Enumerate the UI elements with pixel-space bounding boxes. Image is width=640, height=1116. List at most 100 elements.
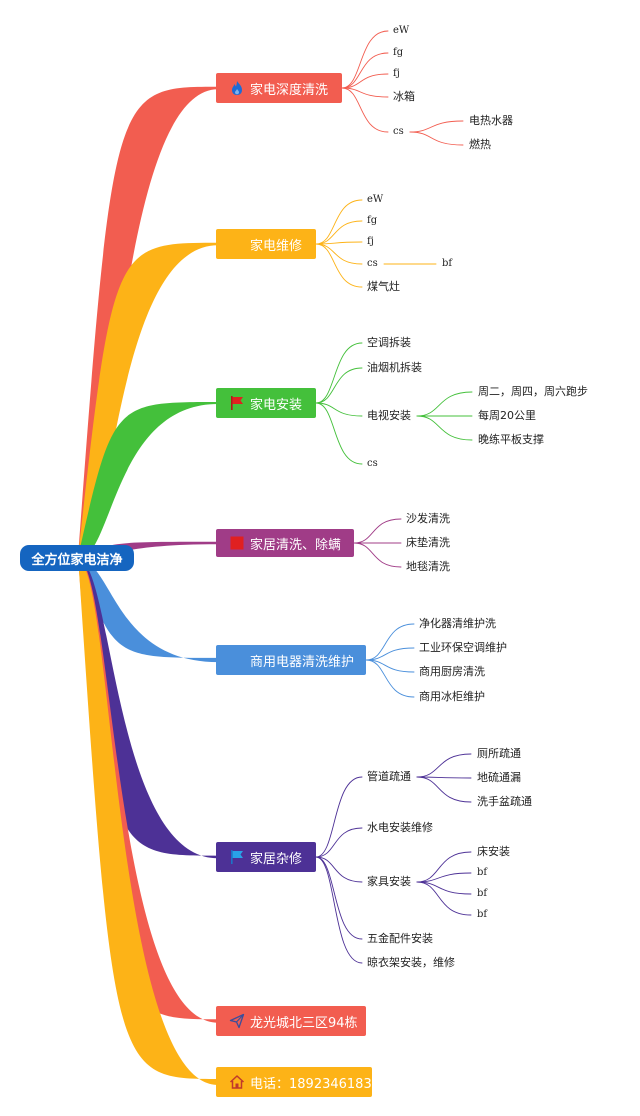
- grandchild-item: 厕所疏通: [477, 747, 521, 760]
- branch-label: 家电维修: [250, 238, 303, 254]
- grandchild-item: 每周20公里: [478, 409, 536, 422]
- grandchild-item: bf: [477, 888, 488, 899]
- child-connector: [315, 856, 363, 883]
- grandchild-connector: [416, 776, 472, 779]
- branch-node-home-clean: 家居清洗、除螨: [216, 529, 354, 557]
- grandchild-item: bf: [477, 867, 488, 878]
- child-connector: [315, 342, 363, 404]
- child-connector: [365, 659, 415, 673]
- grandchild-item: 周二，周四，周六跑步: [478, 385, 588, 398]
- grandchild-item: 洗手盆疏通: [477, 795, 532, 808]
- child-connector: [341, 87, 389, 133]
- grandchild-connector: [416, 881, 472, 916]
- child-connector: [341, 30, 389, 89]
- grandchild-item: 燃热: [469, 138, 491, 151]
- child-item: 商用冰柜维护: [419, 690, 485, 703]
- flame-icon: [229, 80, 245, 96]
- grandchild-connector: [416, 753, 472, 778]
- child-connector: [341, 52, 389, 89]
- home-icon: [229, 1074, 245, 1090]
- root-node: 全方位家电洁净: [20, 545, 134, 571]
- child-item: fj: [367, 236, 374, 247]
- child-connector: [365, 659, 415, 698]
- branch-label: 商用电器清洗维护: [250, 654, 355, 670]
- child-connector: [315, 367, 363, 404]
- branch-label: 龙光城北三区94栋: [250, 1015, 358, 1031]
- child-item: cs: [367, 258, 378, 269]
- branch-node-appliance-install: 家电安装: [216, 388, 316, 418]
- child-item: 晾衣架安装，维修: [367, 956, 455, 969]
- grandchild-connector: [416, 872, 472, 883]
- child-item: 油烟机拆装: [367, 361, 422, 374]
- branch-label: 家居杂修: [250, 851, 303, 867]
- child-connector: [315, 220, 363, 245]
- child-item: 净化器清维护洗: [419, 617, 496, 630]
- grandchild-connector: [416, 776, 472, 803]
- child-item: 床垫清洗: [406, 536, 450, 549]
- branch-node-address: 龙光城北三区94栋: [216, 1006, 366, 1036]
- child-connector: [341, 73, 389, 89]
- child-item: eW: [393, 25, 410, 36]
- branch-label: 家居清洗、除螨: [250, 537, 342, 553]
- child-item: 空调拆装: [367, 336, 411, 349]
- branch-label: 电话：18923461837: [250, 1076, 380, 1092]
- child-connector: [341, 87, 389, 98]
- grandchild-connector: [409, 131, 464, 146]
- child-connector: [315, 402, 363, 465]
- child-item: 管道疏通: [367, 770, 411, 783]
- grandchild-item: bf: [477, 909, 488, 920]
- branch-node-appliance-repair: 家电维修: [216, 229, 316, 259]
- red-square-icon: [229, 535, 245, 551]
- child-connector: [315, 402, 363, 417]
- child-connector: [315, 199, 363, 245]
- blue-flag-icon: [229, 849, 245, 865]
- grandchild-item: 电热水器: [469, 114, 513, 127]
- branch-label: 家电深度清洗: [250, 82, 329, 98]
- child-item: 电视安装: [367, 409, 411, 422]
- grandchild-item: 床安装: [477, 845, 510, 858]
- grandchild-item: bf: [442, 258, 453, 269]
- grandchild-connector: [409, 120, 464, 133]
- child-item: fg: [393, 47, 404, 58]
- send-icon: [229, 1013, 245, 1029]
- child-connector: [365, 623, 415, 661]
- branch-connector-appliance-deep-clean: [78, 86, 218, 560]
- child-item: fj: [393, 68, 400, 79]
- child-connector: [353, 518, 402, 544]
- child-item: 工业环保空调维护: [419, 641, 507, 654]
- child-item: fg: [367, 215, 378, 226]
- branch-connector-commercial-clean: [78, 556, 218, 663]
- child-item: 家具安装: [367, 875, 411, 888]
- branch-node-appliance-deep-clean: 家电深度清洗: [216, 73, 342, 103]
- branch-connector-appliance-install: [78, 402, 218, 559]
- child-item: 水电安装维修: [367, 821, 433, 834]
- branch-node-commercial-clean: 商用电器清洗维护: [216, 645, 366, 675]
- child-item: cs: [367, 458, 378, 469]
- grandchild-connector: [416, 415, 473, 441]
- child-connector: [315, 776, 363, 858]
- child-item: 五金配件安装: [367, 932, 433, 945]
- red-flag-icon: [229, 395, 245, 411]
- child-item: 沙发清洗: [406, 512, 450, 525]
- branch-node-home-repair: 家居杂修: [216, 842, 316, 872]
- child-connector: [315, 827, 363, 858]
- branch-label: 家电安装: [250, 397, 303, 413]
- branch-connector-appliance-repair: [78, 242, 218, 560]
- child-item: 冰箱: [393, 90, 415, 103]
- child-connector: [353, 542, 402, 568]
- grandchild-connector: [416, 391, 473, 417]
- grandchild-item: 地硫通漏: [477, 771, 521, 784]
- child-connector: [315, 243, 363, 265]
- child-item: 地毯清洗: [406, 560, 450, 573]
- child-connector: [365, 647, 415, 661]
- child-item: 煤气灶: [367, 280, 400, 293]
- grandchild-item: 晚练平板支撑: [478, 433, 544, 446]
- child-connector: [315, 243, 363, 288]
- grandchild-connector: [416, 851, 472, 883]
- child-item: 商用厨房清洗: [419, 665, 485, 678]
- child-item: cs: [393, 126, 404, 137]
- branch-connector-phone: [78, 555, 218, 1085]
- child-connector: [315, 856, 363, 964]
